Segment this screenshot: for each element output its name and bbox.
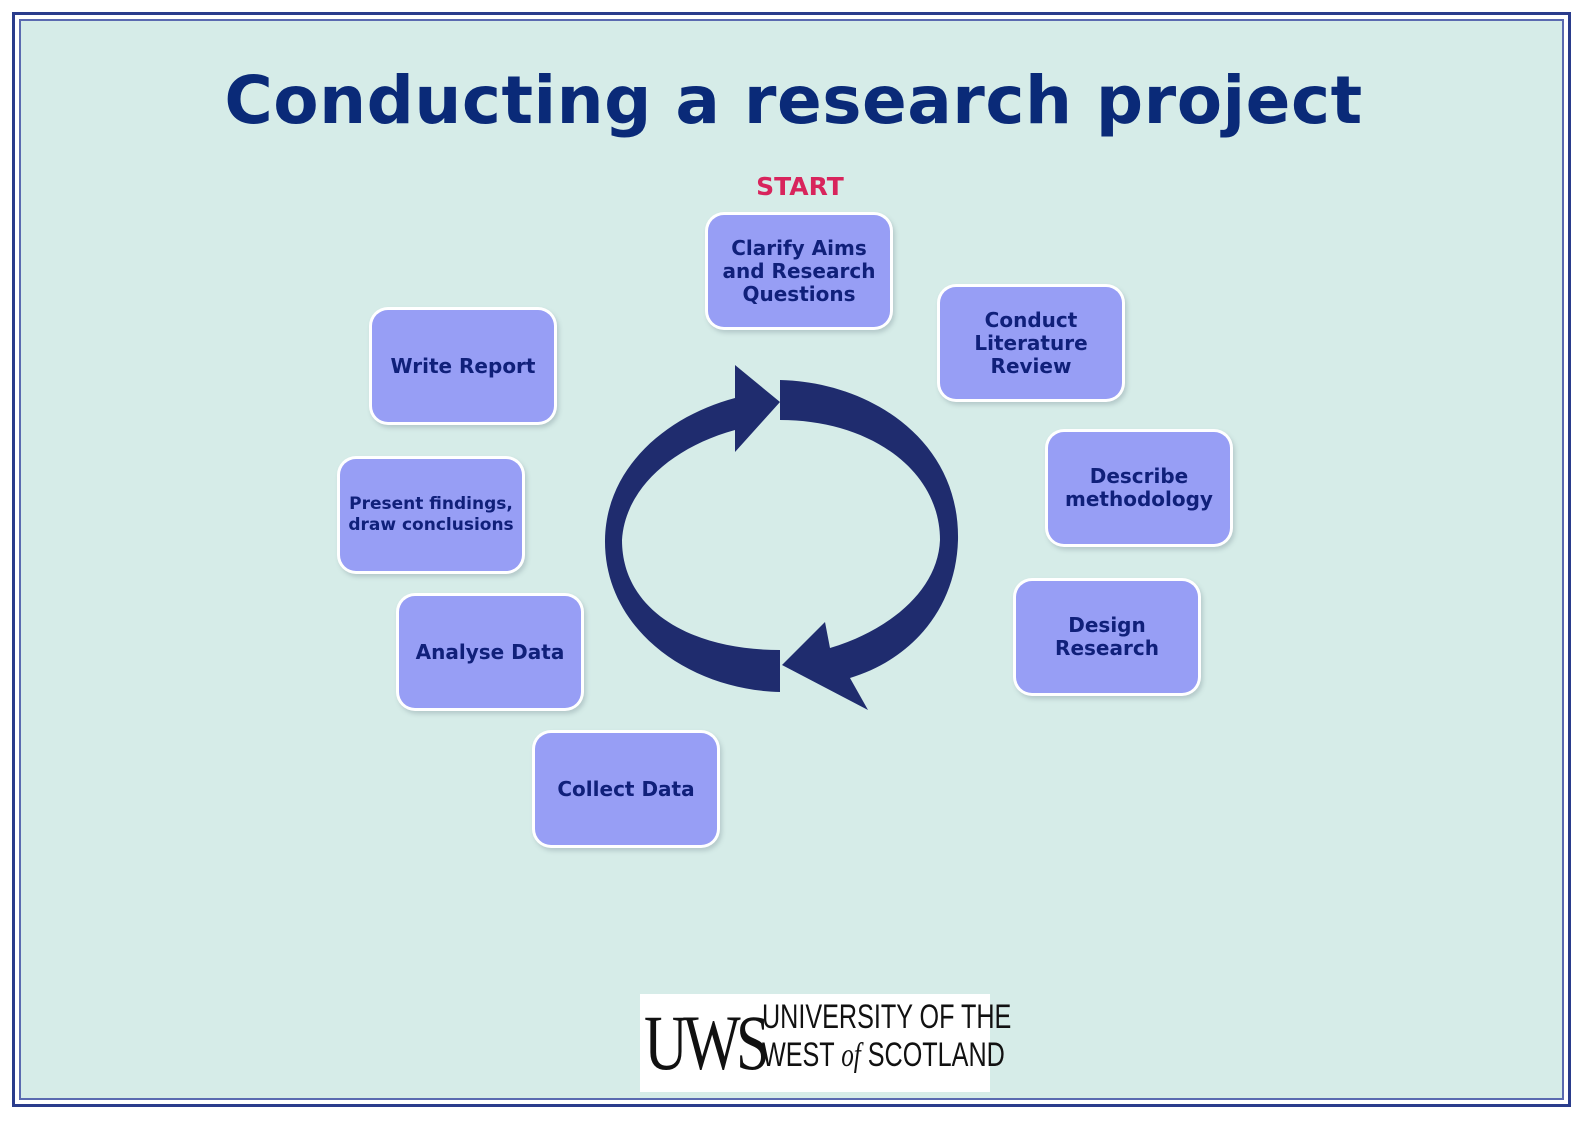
step-write-report: Write Report — [372, 310, 554, 422]
step-design-research: Design Research — [1016, 581, 1198, 693]
logo-line-1: UNIVERSITY OF THE — [762, 998, 1012, 1036]
slide-background — [19, 19, 1564, 1100]
logo-line-2-pre: WEST — [762, 1036, 842, 1074]
uws-logo: UWS UNIVERSITY OF THE WEST of SCOTLAND — [640, 994, 1012, 1092]
step-clarify-aims: Clarify Aims and Research Questions — [708, 215, 890, 327]
cycle-arrow-left — [604, 365, 780, 692]
cycle-arrows — [604, 365, 959, 710]
step-present-findings: Present findings, draw conclusions — [340, 459, 522, 571]
step-literature-review: Conduct Literature Review — [940, 287, 1122, 399]
logo-line-2-post: SCOTLAND — [860, 1036, 1005, 1074]
step-collect-data: Collect Data — [535, 733, 717, 845]
page-title: Conducting a research project — [224, 62, 1363, 139]
logo-line-2-of: of — [841, 1037, 861, 1074]
step-analyse-data: Analyse Data — [399, 596, 581, 708]
logo-mark: UWS — [644, 999, 770, 1086]
start-label: START — [756, 172, 844, 201]
step-describe-methodology: Describe methodology — [1048, 432, 1230, 544]
cycle-arrow-right — [780, 380, 959, 710]
logo-wordmark: UNIVERSITY OF THE WEST of SCOTLAND — [762, 998, 1012, 1075]
logo-line-2: WEST of SCOTLAND — [762, 1036, 1005, 1075]
